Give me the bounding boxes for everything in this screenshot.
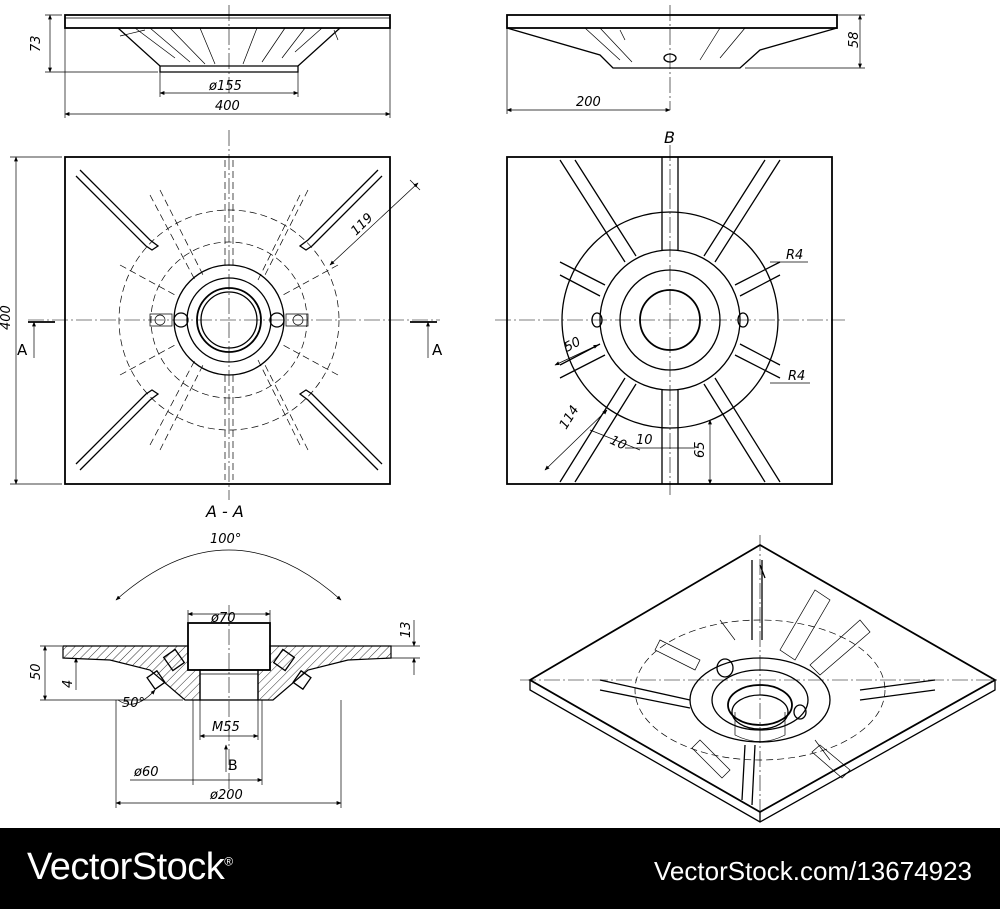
view-b: R4 R4 50 114 10 10 65	[495, 145, 845, 495]
dim-4: 4	[61, 680, 76, 688]
dim-width-400-top: 400	[215, 99, 240, 114]
dim-50: 50	[562, 335, 584, 356]
dim-thread-m55: M55	[212, 720, 240, 735]
dim-height-400: 400	[0, 305, 14, 330]
view-b-title: B	[664, 128, 675, 147]
angle-50: 50°	[122, 696, 145, 711]
dim-10a: 10	[607, 433, 628, 454]
angle-100: 100°	[210, 532, 241, 547]
dim-height-58: 58	[847, 31, 862, 48]
front-view: 73 ø155 400	[29, 5, 391, 118]
technical-drawing: 73 ø155 400 58 200 B	[0, 5, 1000, 823]
dim-119: 119	[348, 211, 376, 239]
stock-id: VectorStock.com/13674923	[654, 856, 972, 886]
dim-dia-70: ø70	[210, 611, 236, 626]
plan-view: A A 400 119	[0, 130, 443, 500]
dim-dia-155: ø155	[208, 79, 242, 94]
dim-13: 13	[399, 621, 414, 638]
registered-mark: ®	[224, 854, 233, 869]
watermark-footer: VectorStock® VectorStock.com/13674923	[0, 828, 1000, 909]
isometric-view	[520, 535, 1000, 823]
dim-height-73: 73	[29, 35, 44, 52]
dim-10b: 10	[636, 433, 653, 448]
dim-width-200: 200	[576, 95, 601, 110]
dim-r4-bottom: R4	[788, 369, 805, 384]
brand-text: VectorStock	[27, 846, 225, 888]
dim-114: 114	[557, 403, 583, 432]
section-title: A - A	[205, 502, 244, 521]
dim-dia-200: ø200	[209, 788, 243, 803]
dim-dia-60: ø60	[133, 765, 159, 780]
view-b-arrow-label: B	[228, 758, 238, 774]
section-a-a: A - A 100° ø70 13 50 4 50° M55	[29, 502, 420, 808]
section-mark-right: A	[432, 341, 443, 359]
dim-65: 65	[693, 441, 708, 458]
dim-r4-top: R4	[786, 248, 803, 263]
dim-50-side: 50	[29, 663, 44, 680]
side-view: 58 200 B	[506, 5, 865, 147]
vectorstock-logo: VectorStock®	[27, 846, 233, 889]
section-mark-left: A	[17, 341, 28, 359]
